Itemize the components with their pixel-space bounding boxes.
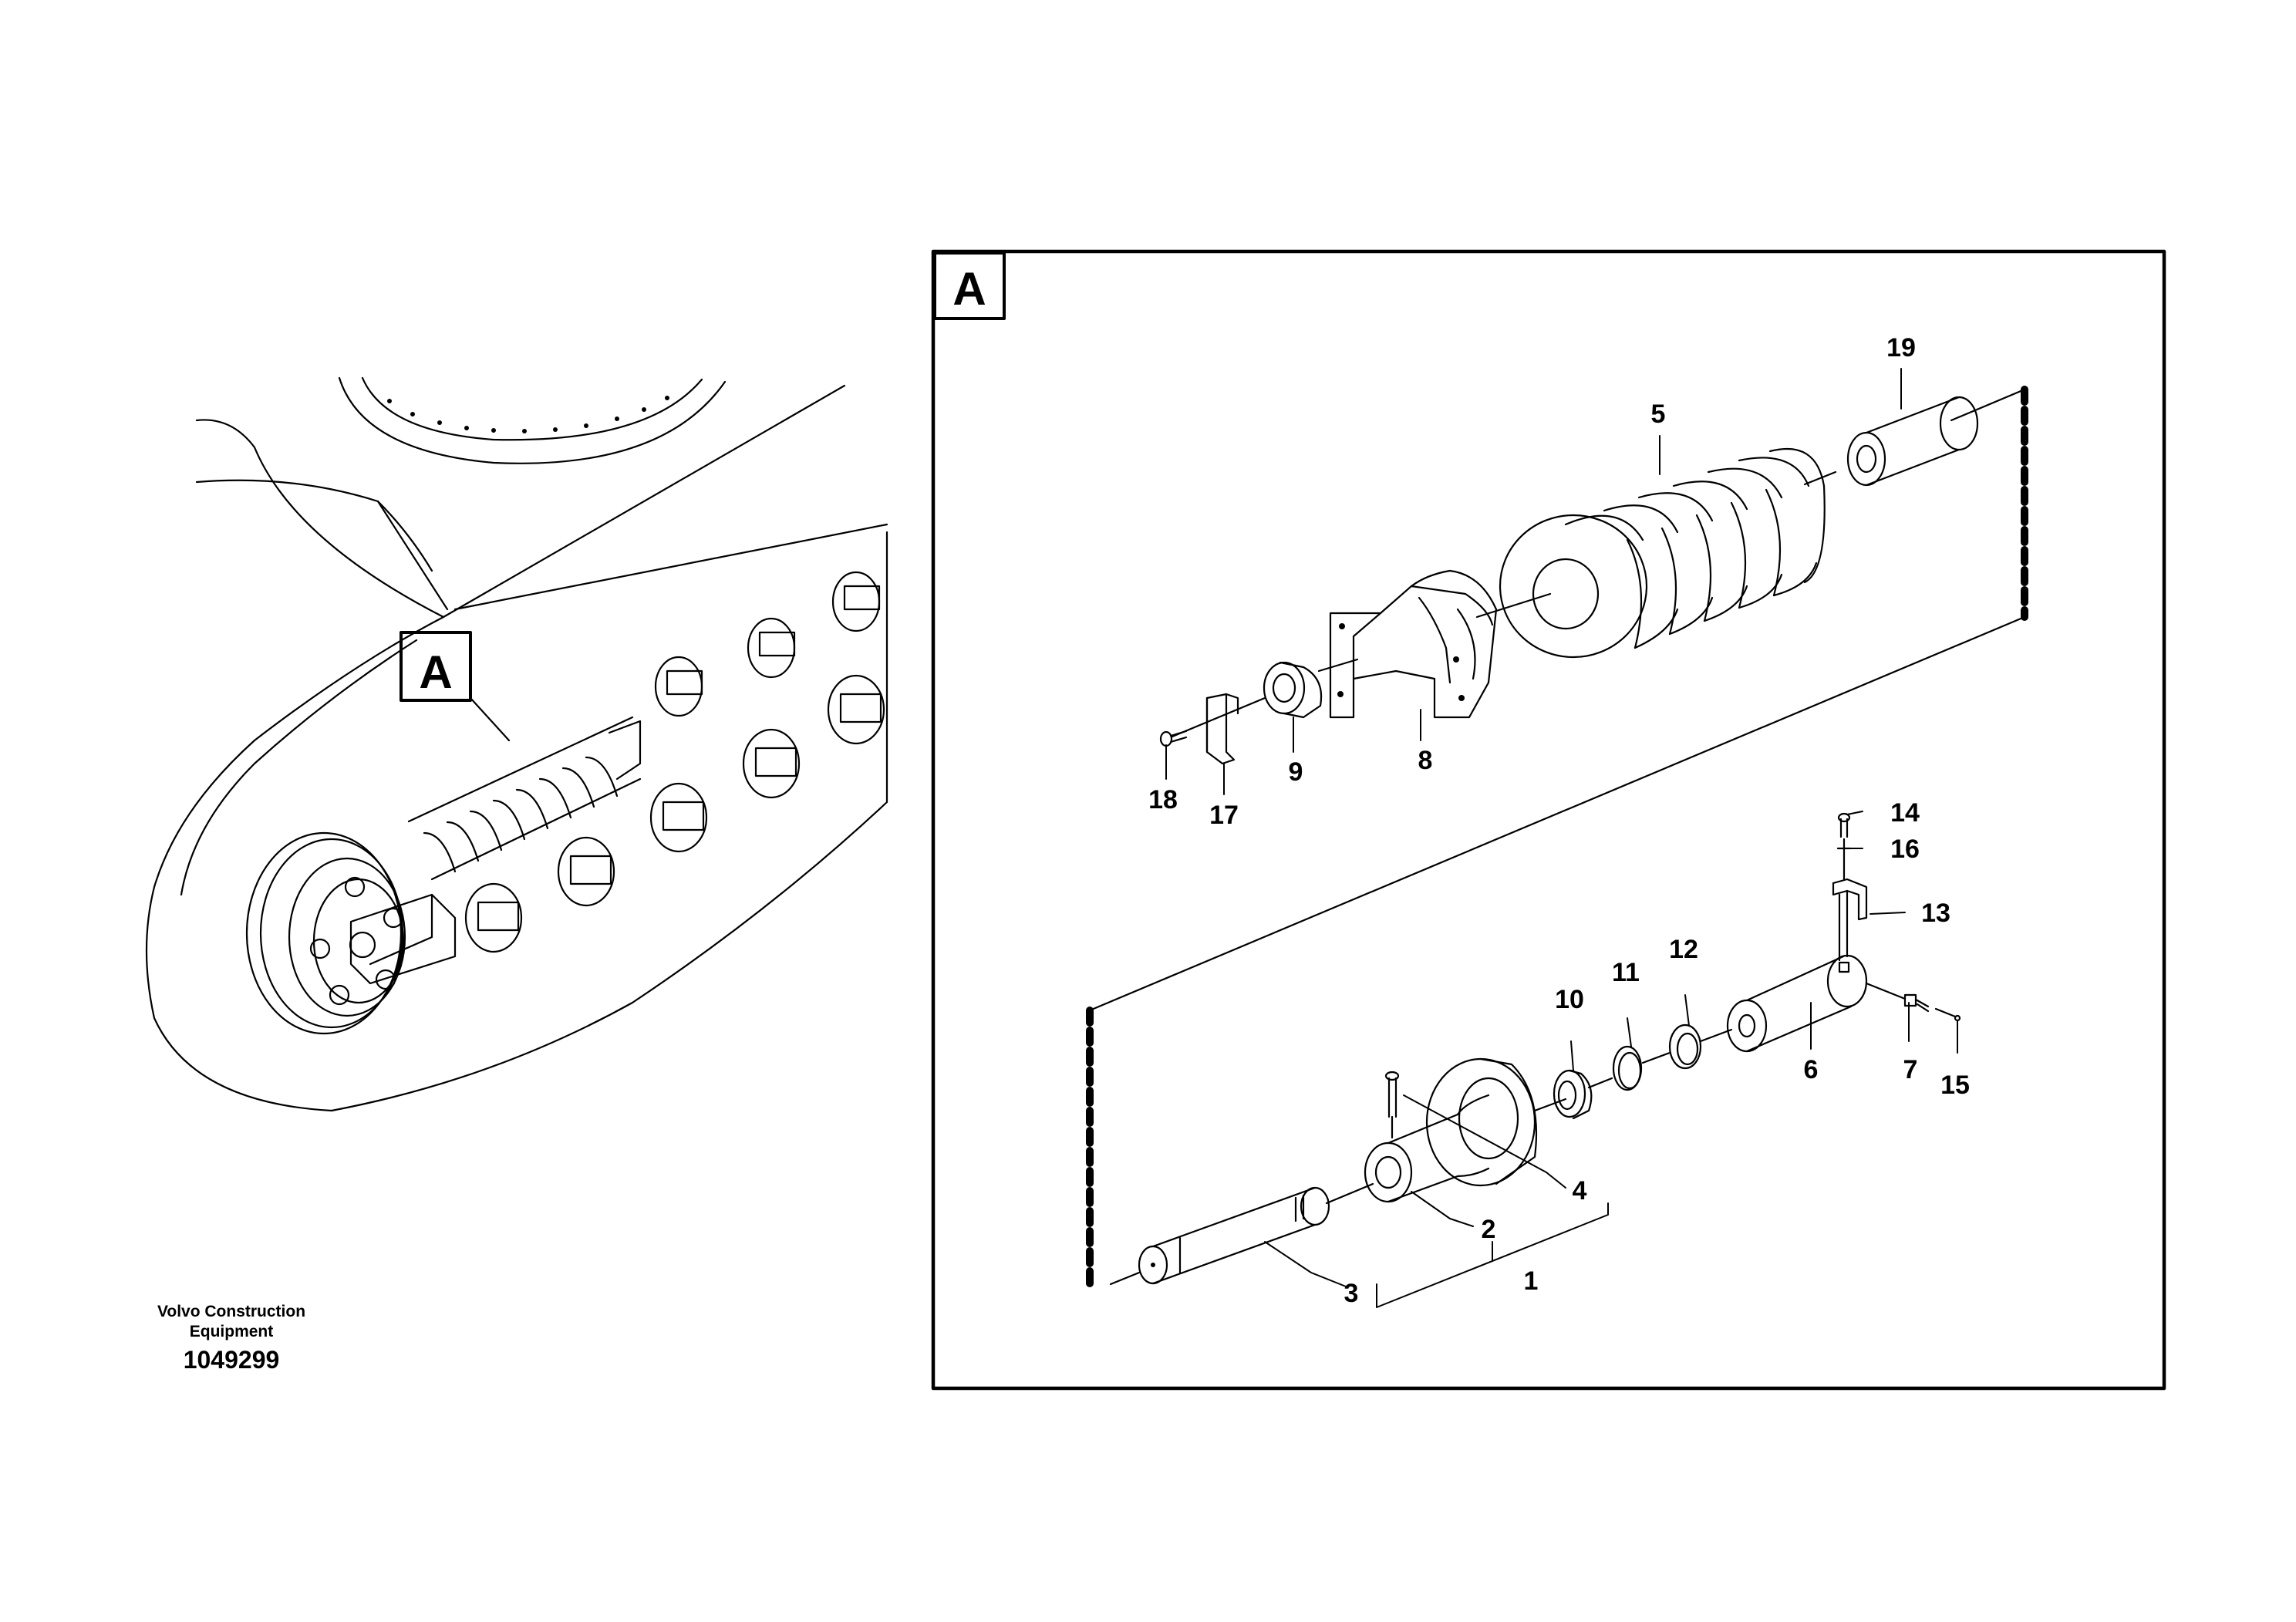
callout-11: 11 [1612, 958, 1640, 987]
part-10-seal [1553, 1069, 1593, 1120]
figure-number: 1049299 [183, 1346, 280, 1374]
callout-8: 8 [1418, 746, 1433, 775]
callout-2: 2 [1482, 1215, 1496, 1244]
overview-label: A [419, 646, 452, 698]
undercarriage-overview [145, 376, 888, 1112]
part-8-bracket [1329, 569, 1498, 719]
part-3-shaft [1109, 1186, 1330, 1286]
callout-10: 10 [1555, 985, 1584, 1014]
callout-4: 4 [1573, 1176, 1587, 1206]
detail-frame [931, 249, 2166, 1391]
part-13-plate [1832, 878, 1868, 962]
part-11-oring [1612, 1045, 1643, 1091]
callout-13: 13 [1921, 899, 1950, 928]
brand-line-1: Volvo Construction [157, 1303, 306, 1320]
callout-3: 3 [1344, 1279, 1359, 1308]
brand-caption: Volvo Construction Equipment [108, 1302, 355, 1342]
part-18-bolt [1159, 730, 1188, 747]
part-2-yoke [1364, 1057, 1538, 1203]
part-4-bolt [1384, 1071, 1400, 1139]
part-15-cap [1934, 1007, 1961, 1022]
part-14-bolt [1837, 812, 1851, 838]
callout-15: 15 [1940, 1071, 1970, 1100]
part-7-fitting [1865, 982, 1930, 1013]
detail-label: A [952, 263, 986, 315]
callout-12: 12 [1669, 935, 1698, 964]
callout-19: 19 [1886, 333, 1916, 363]
part-6-cylinder [1726, 954, 1868, 1053]
callout-18: 18 [1148, 785, 1178, 814]
part-12-ring [1668, 1023, 1702, 1070]
callout-1: 1 [1524, 1266, 1539, 1296]
callout-14: 14 [1890, 798, 1920, 828]
callout-16: 16 [1890, 835, 1920, 864]
part-19-sleeve [1846, 396, 1979, 487]
part-5-spring [1499, 447, 1826, 659]
part-9-nut [1263, 661, 1323, 719]
brand-line-2: Equipment [189, 1323, 274, 1340]
part-17-clip [1205, 693, 1239, 765]
overview-label-box [400, 631, 472, 702]
detail-label-box [933, 251, 1006, 320]
callout-5: 5 [1651, 400, 1666, 429]
callout-6: 6 [1804, 1055, 1819, 1084]
callout-7: 7 [1903, 1055, 1918, 1084]
callout-9: 9 [1289, 757, 1303, 787]
callout-17: 17 [1209, 801, 1239, 830]
